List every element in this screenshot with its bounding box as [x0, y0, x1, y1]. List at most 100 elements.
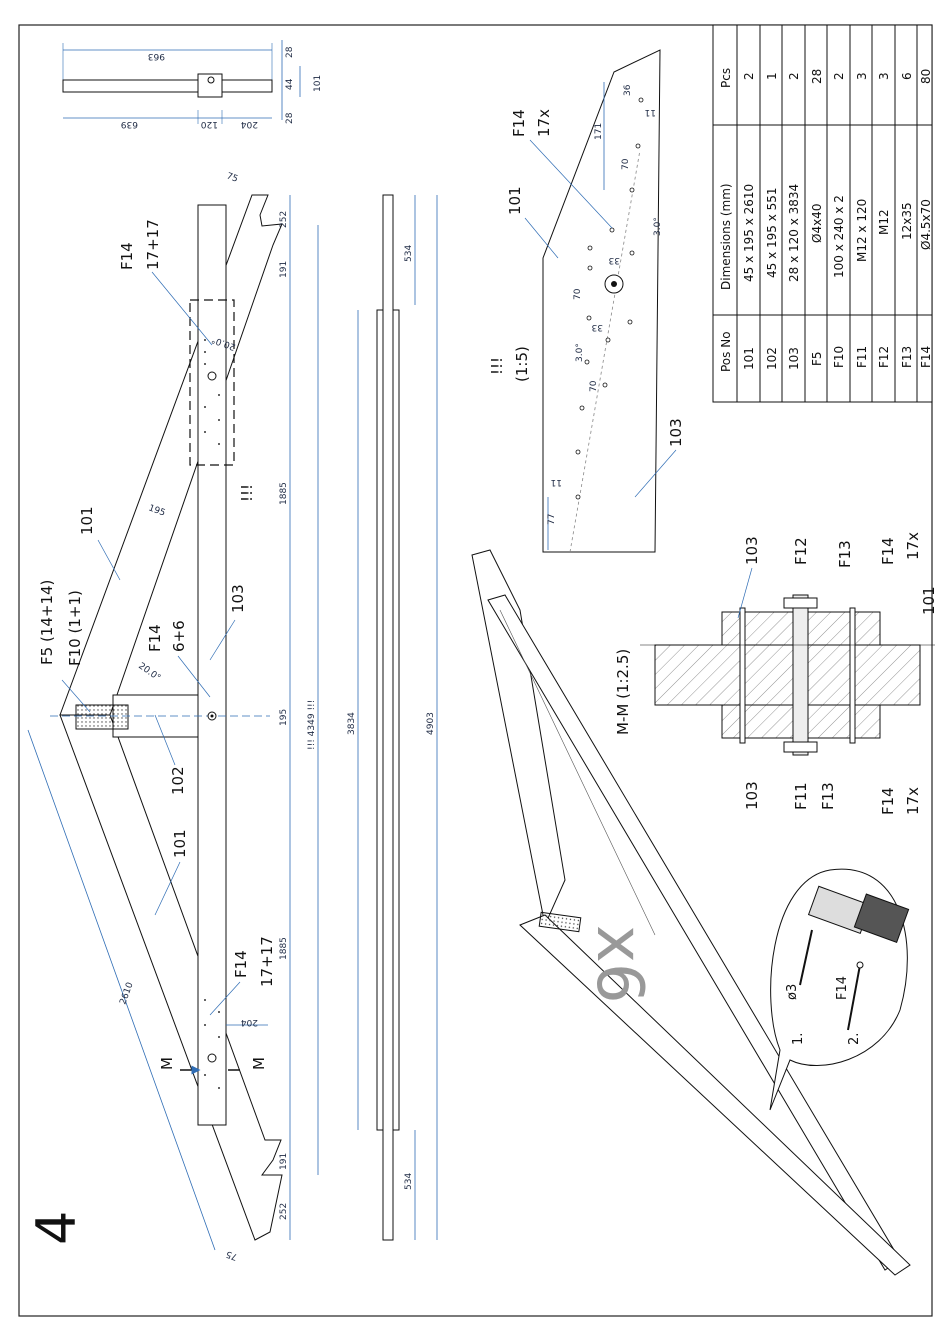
table-header-dims: Dimensions (mm)	[719, 183, 733, 290]
section-label-f12: F12	[792, 537, 810, 565]
callout-step-1: 1.	[791, 1033, 806, 1045]
main-view: M M 101 101 102 103 F5 (14+14) F10 (1+1)…	[27, 171, 319, 1262]
iso-rafter-lower	[519, 914, 911, 1276]
angle-20-center: 20.0°	[136, 661, 162, 683]
dim-1885-top: 1885	[279, 482, 289, 505]
detail-title: !!!	[488, 357, 506, 375]
section-label-f13-top: F13	[836, 540, 854, 568]
detail-dim-33-b: 33	[592, 322, 603, 332]
section-label-103-top: 103	[743, 536, 761, 565]
label-f14-center-qty: 6+6	[170, 620, 188, 652]
row-6-pcs: 3	[877, 72, 891, 80]
screw-icon	[847, 961, 864, 1031]
section-view: M-M (1:2.5) 103 F12 F13 F14 17x 101 103 …	[614, 532, 938, 815]
section-label-103-bottom: 103	[743, 781, 761, 810]
row-5-dims: M12 x 120	[855, 199, 869, 262]
detail-scale: (1:5)	[513, 346, 531, 382]
detail-label-103: 103	[667, 418, 685, 447]
dim-4349: !!! 4349 !!!	[307, 700, 317, 750]
row-4-dims: 100 x 240 x 2	[832, 195, 846, 278]
table-header-pos: Pos No	[719, 331, 733, 372]
dim-191-top: 191	[279, 261, 289, 278]
plate-f10	[75, 704, 129, 730]
row-6-pos: F12	[877, 346, 891, 368]
dim-120: 120	[201, 119, 218, 129]
detail-dim-70-b: 70	[573, 288, 583, 300]
tie-beam	[197, 204, 227, 1126]
dim-191-bottom: 191	[279, 1153, 289, 1170]
detail-view: !!! (1:5) F14 17x 101 103 36 11 171 70 3…	[488, 49, 685, 553]
bolt-top	[207, 371, 217, 381]
row-6-dims: M12	[877, 209, 891, 235]
detail-dim-33-a: 33	[609, 255, 620, 265]
drill-icon	[799, 885, 910, 986]
top-beam	[62, 79, 273, 93]
detail-marker	[189, 299, 235, 466]
detail-dim-11-bottom: 11	[551, 477, 562, 487]
iso-rafter-upper	[471, 549, 566, 927]
row-8-pcs: 80	[919, 69, 933, 84]
callout-drill-size: ø3	[785, 984, 800, 1000]
row-7-pcs: 6	[900, 72, 914, 80]
row-3-pos: F5	[810, 351, 824, 366]
multiplier: x6	[582, 925, 656, 1004]
side-beam	[382, 194, 394, 1241]
section-label-f13-bottom: F13	[819, 782, 837, 810]
label-f14-top: F14	[118, 242, 136, 270]
table-header-pcs: Pcs	[719, 68, 733, 88]
dim-534-top: 534	[404, 245, 414, 262]
section-label-f11: F11	[792, 782, 810, 810]
dim-3834: 3834	[347, 712, 357, 735]
detail-label-101: 101	[506, 186, 524, 215]
dim-44: 44	[285, 78, 295, 90]
row-0-pos: 101	[742, 347, 756, 370]
label-102: 102	[169, 766, 187, 795]
dim-28b: 28	[285, 112, 295, 124]
label-f14-bottom-qty: 17+17	[258, 936, 276, 987]
label-f14-bottom: F14	[232, 950, 250, 978]
callout-screw: F14	[835, 976, 850, 1000]
dim-1885-bottom: 1885	[279, 937, 289, 960]
detail-angle-3-a: 3.0°	[653, 217, 663, 236]
row-2-pcs: 2	[787, 72, 801, 80]
step-number: 4	[25, 1211, 88, 1245]
detail-label-f14: F14	[510, 109, 528, 137]
section-bolt	[792, 594, 809, 756]
label-101-lower: 101	[171, 829, 189, 858]
warn-marker: !!!	[238, 484, 256, 502]
iso-plate	[538, 911, 582, 933]
row-0-dims: 45 x 195 x 2610	[742, 184, 756, 282]
row-8-dims: Ø4.5x70	[919, 199, 933, 250]
row-1-pos: 102	[765, 347, 779, 370]
row-8-pos: F14	[919, 346, 933, 368]
section-label-f14-bottom-qty: 17x	[904, 787, 922, 815]
dim-639: 639	[121, 119, 138, 129]
dim-4903: 4903	[426, 712, 436, 735]
isometric-view: x6	[471, 549, 911, 1276]
label-f10: F10 (1+1)	[66, 590, 84, 666]
dim-963: 963	[148, 51, 165, 61]
section-label-f14-bottom: F14	[879, 787, 897, 815]
row-5-pos: F11	[855, 346, 869, 368]
dim-534-bottom: 534	[404, 1173, 414, 1190]
dim-195-center: 195	[279, 709, 289, 726]
detail-dim-70-c: 70	[589, 380, 599, 392]
dim-28a: 28	[285, 46, 295, 58]
section-title: M-M (1:2.5)	[614, 649, 632, 735]
row-4-pcs: 2	[832, 72, 846, 80]
row-3-pcs: 28	[810, 69, 824, 84]
parts-table: Pos No Dimensions (mm) Pcs 101 45 x 195 …	[712, 24, 933, 403]
top-view: 963 639 120 204 28 44 101 28	[62, 40, 323, 129]
detail-dim-11-top: 11	[645, 107, 656, 117]
row-7-dims: 12x35	[900, 202, 914, 240]
section-mark-2: M	[250, 1057, 268, 1070]
label-f14-center: F14	[146, 624, 164, 652]
dim-252-bottom: 252	[279, 1203, 289, 1220]
dim-2610: 2610	[118, 981, 135, 1006]
detail-dim-70-a: 70	[621, 158, 631, 170]
section-101	[654, 644, 921, 706]
detail-dim-77: 77	[547, 514, 557, 525]
row-0-pcs: 2	[742, 72, 756, 80]
detail-outline	[542, 49, 661, 553]
label-f5: F5 (14+14)	[38, 580, 56, 665]
